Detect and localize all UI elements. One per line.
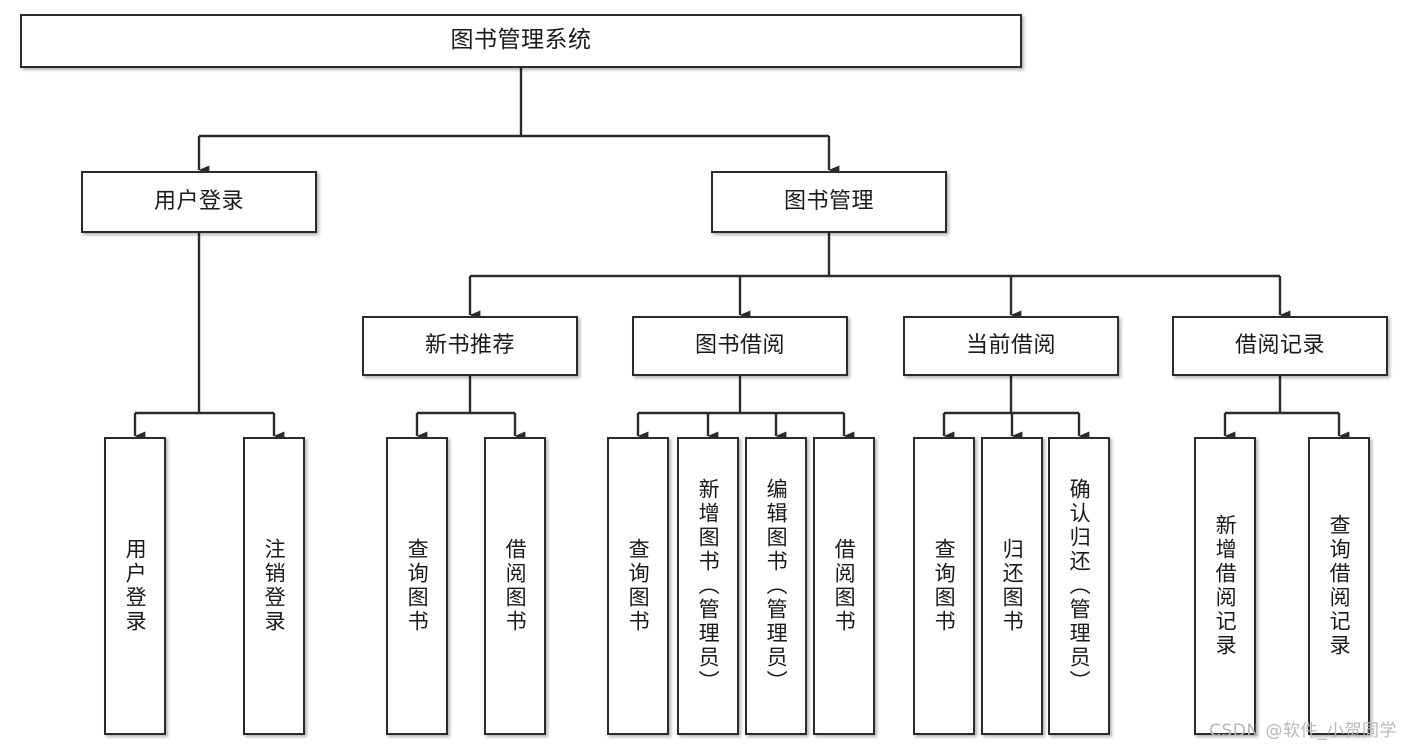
node-book-borrow[interactable]: 图书借阅 xyxy=(632,316,848,376)
node-leaf-user-logout[interactable]: 注销登录 xyxy=(243,437,305,735)
node-root[interactable]: 图书管理系统 xyxy=(20,14,1022,68)
node-leaf-borrow-query[interactable]: 查询图书 xyxy=(607,437,669,735)
node-label: 图书管理系统 xyxy=(450,27,592,54)
node-current-borrow[interactable]: 当前借阅 xyxy=(903,316,1119,376)
node-leaf-rec-query2[interactable]: 查询借阅记录 xyxy=(1308,437,1370,735)
node-label: 新增借阅记录 xyxy=(1213,514,1238,658)
node-label: 图书管理 xyxy=(783,189,874,215)
node-leaf-rec-borrow[interactable]: 借阅图书 xyxy=(484,437,546,735)
node-leaf-rec-query[interactable]: 查询图书 xyxy=(386,437,448,735)
node-leaf-rec-add[interactable]: 新增借阅记录 xyxy=(1194,437,1256,735)
node-label: 查询图书 xyxy=(932,538,957,634)
node-label: 图书借阅 xyxy=(694,333,785,359)
node-label: 借阅记录 xyxy=(1234,333,1325,359)
node-label: 确认归还（管理员） xyxy=(1067,478,1092,694)
node-borrow-record[interactable]: 借阅记录 xyxy=(1172,316,1388,376)
node-label: 编辑图书（管理员） xyxy=(764,478,789,694)
csdn-watermark: CSDN @软件_小贺同学 xyxy=(1209,721,1397,741)
node-label: 查询借阅记录 xyxy=(1327,514,1352,658)
node-label: 用户登录 xyxy=(123,538,148,634)
node-leaf-borrow-edit[interactable]: 编辑图书（管理员） xyxy=(745,437,807,735)
node-label: 用户登录 xyxy=(153,189,244,215)
node-label: 借阅图书 xyxy=(832,538,857,634)
node-leaf-cur-return[interactable]: 归还图书 xyxy=(981,437,1043,735)
node-label: 查询图书 xyxy=(405,538,430,634)
node-label: 归还图书 xyxy=(1000,538,1025,634)
node-leaf-cur-query[interactable]: 查询图书 xyxy=(913,437,975,735)
node-book-manage[interactable]: 图书管理 xyxy=(711,171,947,233)
node-leaf-user-login[interactable]: 用户登录 xyxy=(104,437,166,735)
node-leaf-borrow-lend[interactable]: 借阅图书 xyxy=(813,437,875,735)
node-label: 查询图书 xyxy=(626,538,651,634)
node-label: 注销登录 xyxy=(262,538,287,634)
node-user-login[interactable]: 用户登录 xyxy=(81,171,317,233)
node-label: 新书推荐 xyxy=(424,333,515,359)
node-new-book-rec[interactable]: 新书推荐 xyxy=(362,316,578,376)
node-leaf-cur-confirm[interactable]: 确认归还（管理员） xyxy=(1048,437,1110,735)
node-label: 借阅图书 xyxy=(503,538,528,634)
node-label: 当前借阅 xyxy=(965,333,1056,359)
node-label: 新增图书（管理员） xyxy=(696,478,721,694)
node-leaf-borrow-add[interactable]: 新增图书（管理员） xyxy=(677,437,739,735)
